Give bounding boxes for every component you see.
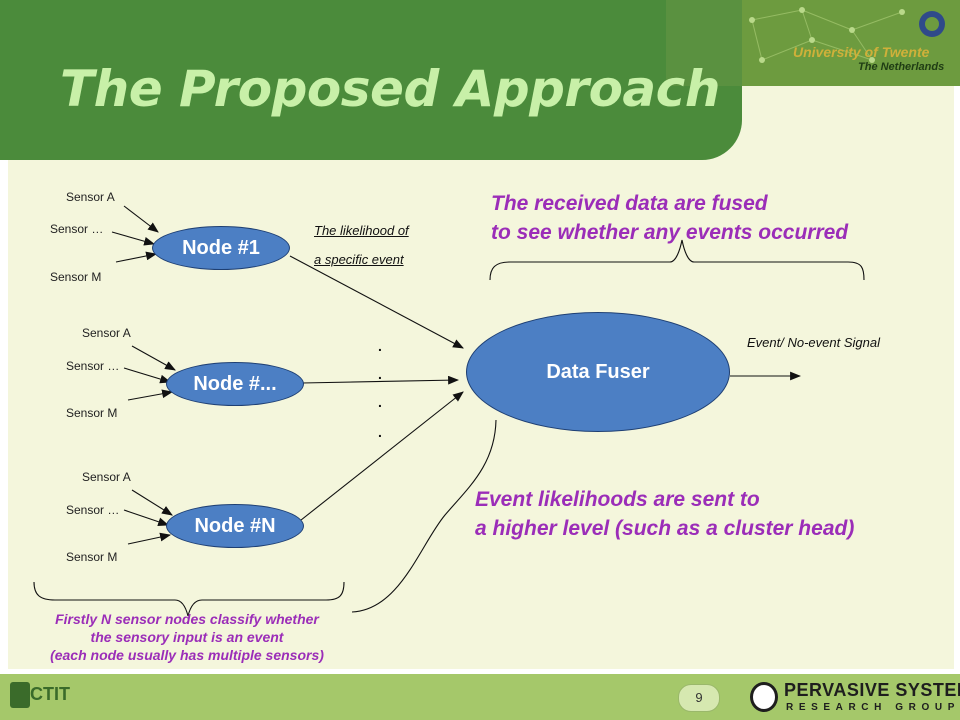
sensor-label: Sensor M	[50, 270, 102, 284]
sensor-label: Sensor M	[66, 550, 118, 564]
sensor-label: Sensor A	[82, 326, 131, 340]
node-middle: Node #...	[166, 362, 304, 406]
university-name: University of Twente	[793, 44, 930, 60]
pervasive-logo-line1: PERVASIVE SYSTEMS	[784, 680, 960, 700]
title-band	[0, 0, 742, 160]
ctit-logo-icon	[10, 682, 30, 708]
sensor-arrow	[115, 251, 158, 263]
bottom-brace	[33, 581, 345, 617]
curved-connector	[351, 419, 497, 613]
fused-note-line1: The received data are fused	[491, 192, 768, 215]
page-number: 9	[678, 684, 720, 712]
classify-note-line2: the sensory input is an event	[90, 629, 284, 645]
output-signal-label: Event/ No-event Signal	[747, 335, 880, 350]
sensor-arrow	[123, 509, 170, 526]
ellipsis-dot: .	[378, 366, 382, 382]
top-brace	[489, 239, 865, 281]
sensor-arrow	[111, 231, 156, 246]
sensor-label: Sensor …	[66, 503, 120, 517]
classify-note-line3: (each node usually has multiple sensors)	[50, 647, 324, 663]
node-n: Node #N	[166, 504, 304, 548]
logo-square	[666, 0, 742, 86]
pervasive-logo-line2: RESEARCH GROUP	[786, 702, 960, 713]
node-1: Node #1	[152, 226, 290, 270]
sensor-label: Sensor …	[66, 359, 120, 373]
pervasive-logo-icon	[750, 682, 778, 712]
fused-note-line2: to see whether any events occurred	[491, 221, 849, 244]
sensor-label: Sensor …	[50, 222, 104, 236]
node-to-fuser-arrow	[301, 375, 460, 385]
sent-note-line1: Event likelihoods are sent to	[475, 488, 760, 511]
data-fuser: Data Fuser	[466, 312, 730, 432]
sensor-label: Sensor A	[82, 470, 131, 484]
university-logo-area	[742, 0, 960, 86]
sent-note-line2: a higher level (such as a cluster head)	[475, 517, 855, 540]
slide-title: The Proposed Approach	[60, 60, 720, 118]
network-pattern-icon	[749, 7, 945, 63]
ctit-logo: CTIT	[30, 684, 70, 704]
ellipsis-dot: .	[378, 394, 382, 410]
sensor-arrow	[127, 532, 172, 545]
likelihood-label-line2: a specific event	[314, 252, 404, 267]
ellipsis-dot: .	[378, 338, 382, 354]
sensor-arrow	[131, 345, 176, 371]
sensor-arrow	[123, 367, 172, 384]
likelihood-label-line1: The likelihood of	[314, 223, 409, 238]
footer-bar	[0, 674, 960, 720]
ellipsis-dot: .	[378, 424, 382, 440]
sensor-arrow	[123, 205, 159, 233]
node-to-fuser-arrow	[295, 391, 464, 525]
university-country: The Netherlands	[858, 61, 945, 73]
node-to-fuser-arrow	[289, 255, 464, 349]
classify-note-line1: Firstly N sensor nodes classify whether	[55, 611, 319, 627]
sensor-arrow	[131, 489, 173, 516]
sensor-label: Sensor M	[66, 406, 118, 420]
sensor-arrow	[127, 389, 174, 401]
sensor-label: Sensor A	[66, 190, 115, 204]
